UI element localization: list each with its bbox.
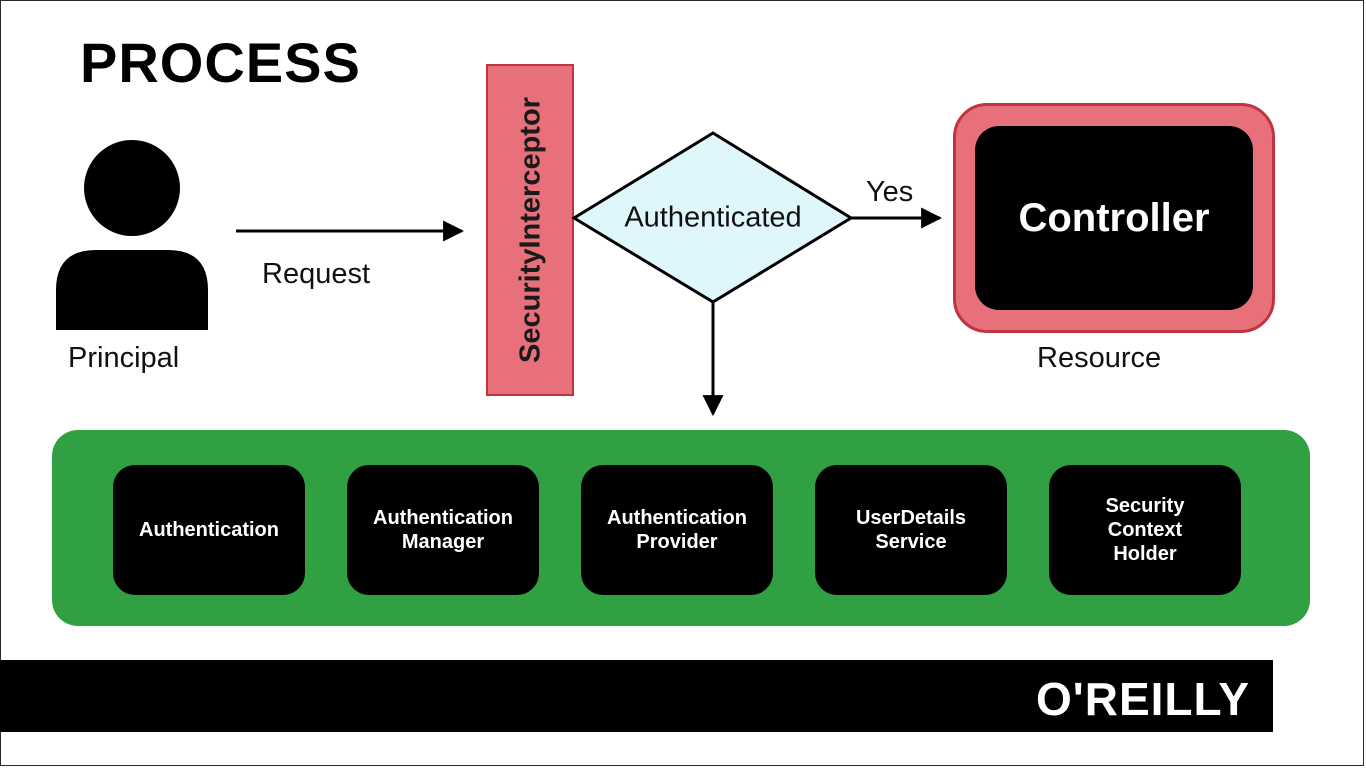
footer-bar bbox=[0, 660, 1273, 732]
principal-label: Principal bbox=[68, 342, 180, 374]
component-userdetails-service: UserDetails Service bbox=[815, 465, 1007, 595]
component-authentication-provider: Authentication Provider bbox=[581, 465, 773, 595]
yes-label: Yes bbox=[866, 176, 914, 208]
resource-label: Resource bbox=[1037, 342, 1162, 374]
page-title: PROCESS bbox=[80, 31, 361, 94]
component-authentication: Authentication bbox=[113, 465, 305, 595]
authenticated-label: Authenticated bbox=[624, 201, 802, 234]
request-label: Request bbox=[262, 258, 371, 290]
component-security-context-holder: Security Context Holder bbox=[1049, 465, 1241, 595]
component-authentication-manager: Authentication Manager bbox=[347, 465, 539, 595]
controller-box: Controller bbox=[975, 126, 1253, 310]
security-interceptor-box bbox=[486, 64, 574, 396]
oreilly-logo: O'REILLY bbox=[1036, 673, 1251, 725]
person-icon bbox=[56, 140, 208, 330]
